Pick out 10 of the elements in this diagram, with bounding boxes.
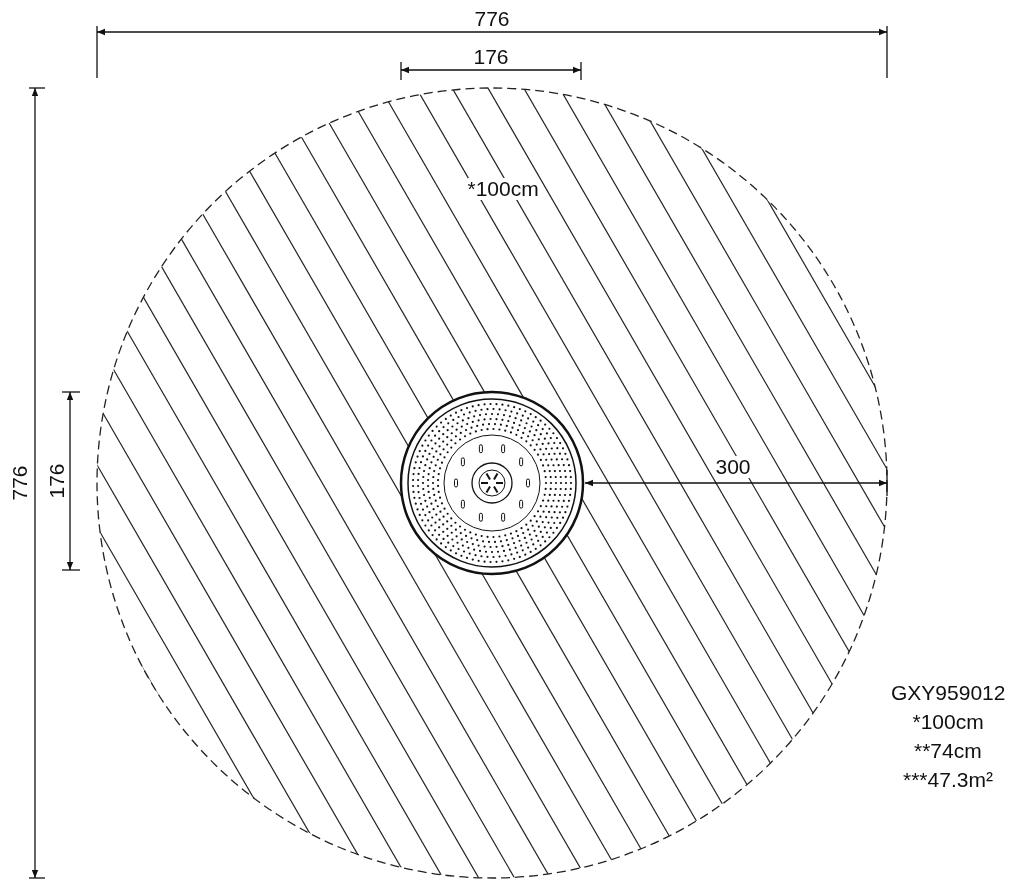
model-number: GXY959012 [891, 682, 1006, 704]
dimension-value: 776 [474, 8, 510, 30]
dimension-value: 176 [473, 46, 509, 68]
dimension-value: 300 [715, 456, 751, 478]
dimension-value: 776 [8, 465, 30, 501]
note-text: *100cm [912, 711, 984, 733]
note-text: **74cm [914, 740, 982, 762]
note-text: ***47.3m² [903, 769, 993, 791]
zone-label: *100cm [467, 178, 539, 200]
dimension-value: 176 [45, 463, 67, 499]
